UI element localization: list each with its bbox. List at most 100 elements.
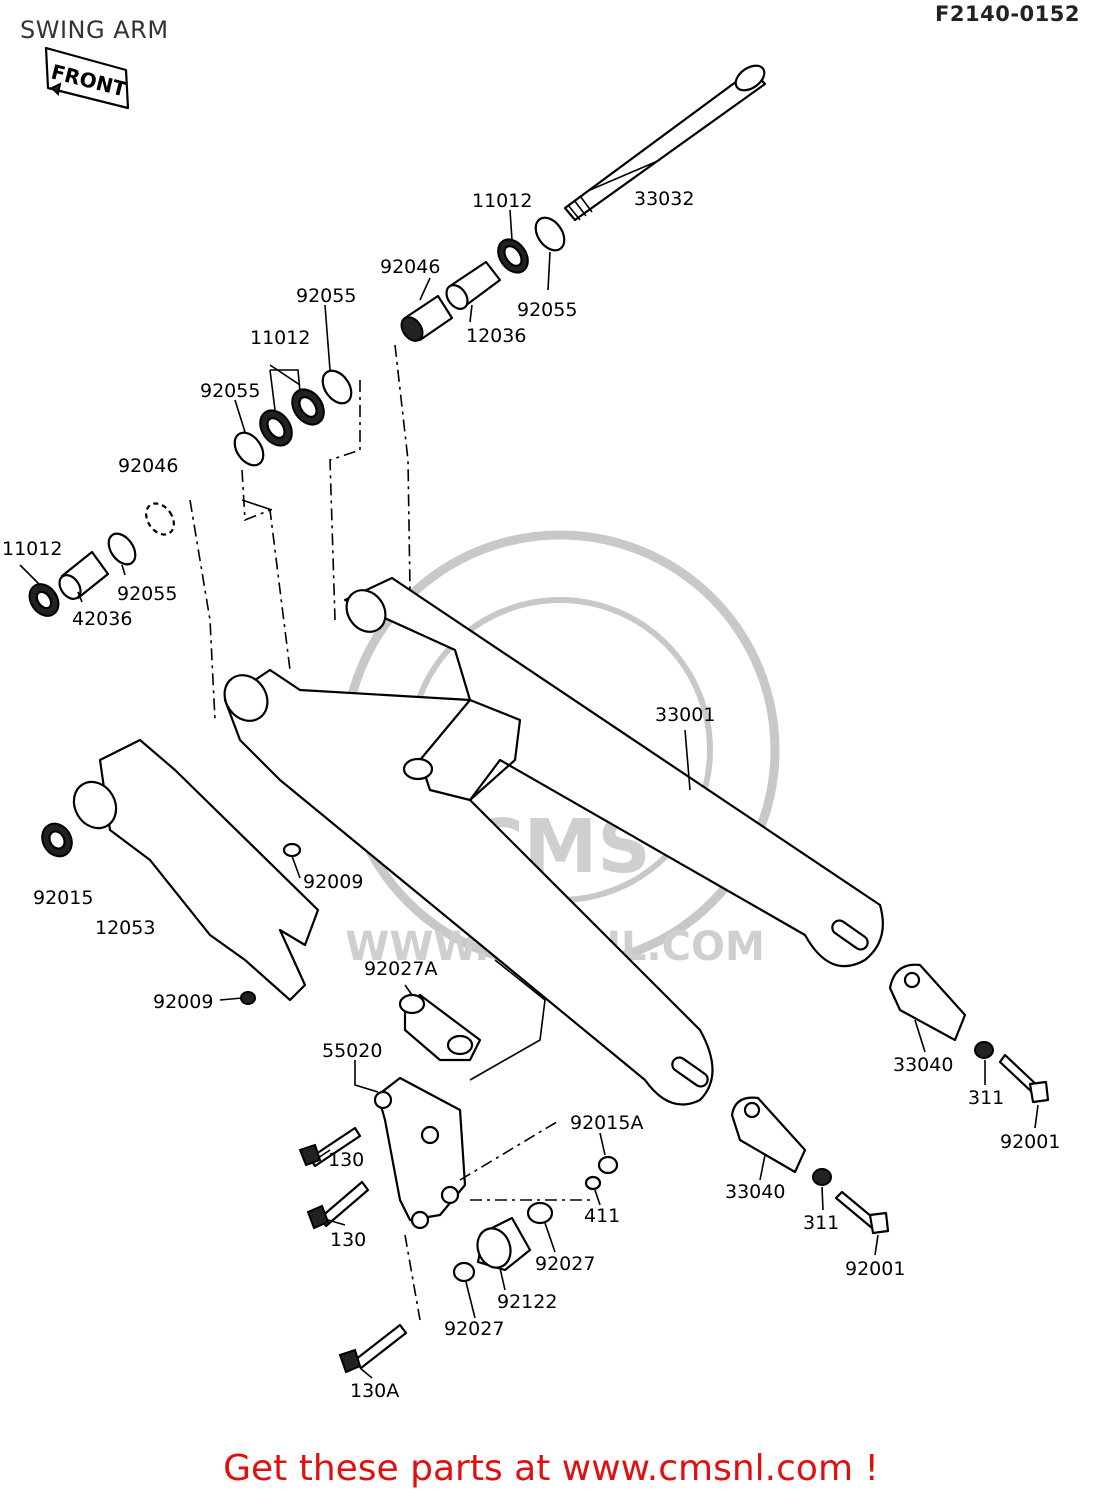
bolt-130A-center-line: [404, 1234, 421, 1321]
label-92046-left: 92046: [118, 455, 178, 477]
label-12036-top: 12036: [466, 325, 526, 347]
label-92001-left: 92001: [845, 1258, 905, 1280]
leader-92122: [499, 1267, 506, 1291]
leader-42036-left: [77, 591, 83, 603]
linkage-center-lines: [459, 1119, 590, 1201]
leader-12036-top: [469, 304, 473, 323]
label-92046-top: 92046: [380, 256, 440, 278]
swing-arm-mount-tab: [402, 757, 434, 781]
leader-92015A: [599, 1132, 606, 1156]
bearing-11012-left-inner: [35, 590, 53, 610]
label-92027-right: 92027: [535, 1253, 595, 1275]
needle-bearing-92046-left: [145, 502, 175, 536]
oring-92055-left: [107, 532, 137, 566]
chain-guard-hub: [72, 780, 118, 830]
leader-11012-left: [19, 564, 41, 586]
swing-arm-33001: [223, 576, 884, 1106]
assembly-center-lines: [189, 344, 411, 721]
label-130A: 130A: [350, 1380, 399, 1402]
center-line-right: [394, 344, 411, 591]
label-55020: 55020: [322, 1040, 382, 1062]
label-33032: 33032: [634, 188, 694, 210]
leader-92001-right: [1034, 1104, 1039, 1129]
leader-311-left: [821, 1186, 824, 1211]
diagram-code: F2140-0152: [935, 2, 1080, 26]
chain-adjuster-33040-right: [888, 963, 967, 1042]
bolt-130-bottom-head: [306, 1204, 330, 1230]
swing-arm-axle-slot-left: [671, 1056, 709, 1088]
label-33040-right: 33040: [893, 1054, 953, 1076]
linkage-small-parts: [452, 1155, 619, 1283]
sleeve-12036-top-end: [445, 284, 469, 310]
leader-11012-mid: [269, 369, 301, 411]
bolt-130-top-head: [298, 1143, 322, 1167]
label-92001-right: 92001: [1000, 1131, 1060, 1153]
oring-92055-mid-left: [233, 431, 265, 467]
label-12053: 12053: [95, 917, 155, 939]
rod-tie-hole-a: [373, 1090, 393, 1110]
footer-link-text[interactable]: Get these parts at www.cmsnl.com !: [223, 1448, 879, 1489]
leader-130A: [359, 1367, 373, 1379]
leader-92009-top: [291, 855, 301, 879]
swing-arm-axle-slot-right: [831, 919, 869, 951]
upper-right-bearing-stack: [400, 216, 566, 342]
bearing-11012-mid-b-inner: [266, 417, 286, 439]
label-33001: 33001: [655, 704, 715, 726]
label-33040-left: 33040: [725, 1181, 785, 1203]
rod-tie-hole-b: [420, 1125, 440, 1145]
leader-130-bottom: [327, 1219, 346, 1226]
leader-130-top: [317, 1149, 331, 1159]
leader-92009-bottom: [219, 997, 243, 1001]
label-11012-top: 11012: [472, 190, 532, 212]
pivot-shaft-head: [734, 64, 766, 92]
leader-33001: [684, 729, 691, 791]
center-line-mid: [329, 380, 361, 621]
collar-92027A-a: [398, 993, 426, 1015]
label-130-bottom: 130: [330, 1229, 366, 1251]
leader-92055-mid-top: [324, 304, 331, 371]
bearing-11012-mid-a-inner: [298, 396, 318, 418]
leader-92027A: [404, 984, 413, 996]
chain-adjuster-33040-left-hole: [743, 1101, 761, 1119]
washer-411: [584, 1175, 602, 1191]
middle-bearing-stack: [233, 364, 353, 511]
left-bearing-stack: [28, 502, 175, 617]
label-11012-left: 11012: [2, 538, 62, 560]
part-number-labels: 33032 11012 92046 92055 12036 92055 1101…: [2, 188, 1060, 1402]
bolt-130A-head: [338, 1348, 362, 1374]
label-42036-left: 42036: [72, 608, 132, 630]
leader-33032: [589, 159, 661, 191]
chain-adjuster-33040-right-hole: [903, 971, 921, 989]
screw-92009-bottom: [240, 991, 256, 1005]
leader-92055-mid-left: [234, 399, 246, 433]
mid-bearing-bracket: [241, 364, 301, 511]
chain-adjuster-33040-left: [730, 1096, 807, 1174]
pivot-shaft-body: [563, 68, 767, 222]
swing-arm-pivot-left: [223, 674, 269, 722]
label-92122: 92122: [497, 1291, 557, 1313]
leader-92001-left: [874, 1234, 879, 1256]
label-92055-mid-top: 92055: [296, 285, 356, 307]
oring-92055-top: [534, 216, 566, 252]
leader-55020: [354, 1060, 379, 1093]
front-arrow-icon: [50, 82, 62, 97]
label-130-top: 130: [328, 1149, 364, 1171]
label-92055-top: 92055: [517, 299, 577, 321]
leader-92055-left: [121, 564, 126, 576]
leader-92046-top: [419, 277, 431, 301]
pivot-shaft-thread: [567, 195, 593, 221]
rod-tie-hole-d: [410, 1210, 430, 1230]
front-direction-marker: FRONT: [44, 46, 130, 110]
front-marker-box: [44, 46, 130, 110]
collar-92027A-b: [446, 1034, 474, 1056]
label-11012-mid: 11012: [250, 327, 310, 349]
swing-arm-crossmember: [418, 698, 522, 802]
bolts-130: [298, 1126, 408, 1374]
bearing-11012-top-inner: [503, 245, 523, 267]
bushing-92122-face: [476, 1227, 512, 1269]
seal-92015-inner: [48, 830, 66, 850]
collar-92027-right: [526, 1201, 554, 1225]
leader-33040-left: [759, 1154, 766, 1181]
oring-92055-mid-top: [321, 369, 353, 405]
swing-arm-body: [223, 576, 884, 1106]
